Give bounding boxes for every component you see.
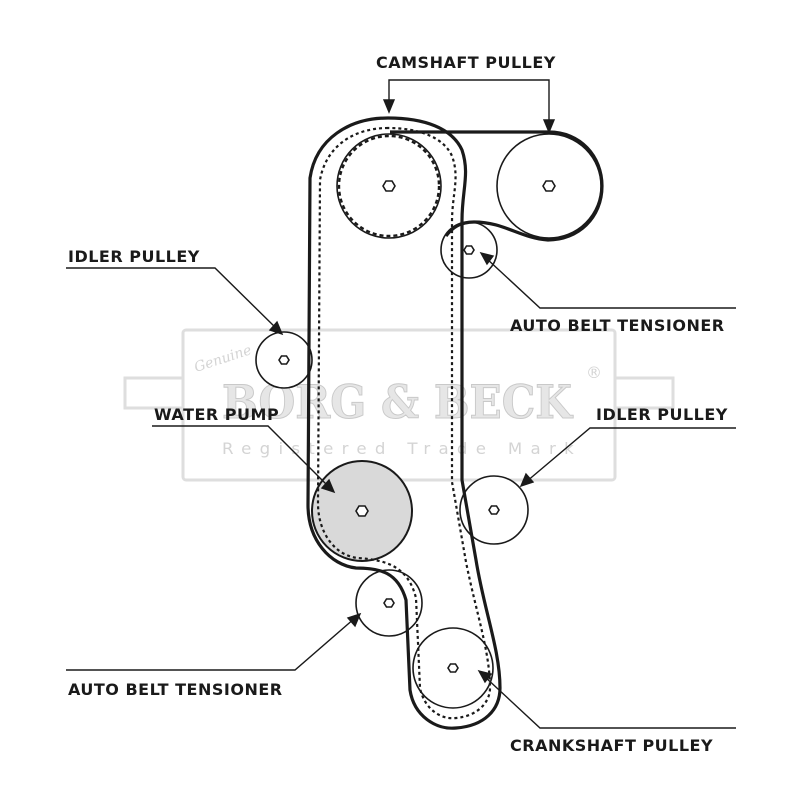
label-auto-belt-tensioner-upper: AUTO BELT TENSIONER: [510, 316, 725, 335]
leader-crankshaft: [483, 675, 736, 729]
leader-camshaft: [388, 79, 550, 124]
watermark-band-right: [613, 376, 675, 410]
camshaft-pulley-right: [496, 133, 602, 239]
watermark-script: Genuine: [192, 342, 253, 376]
leader-idler-right: [525, 427, 736, 483]
bolt-icon: [383, 598, 395, 608]
arrow-icon: [268, 320, 284, 336]
arrow-icon: [346, 612, 362, 628]
label-idler-pulley-right: IDLER PULLEY: [596, 405, 728, 424]
bolt-icon: [355, 505, 369, 517]
watermark-registered: ®: [586, 363, 610, 382]
bolt-icon: [447, 663, 459, 673]
arrow-icon: [382, 99, 396, 114]
label-auto-belt-tensioner-lower: AUTO BELT TENSIONER: [68, 680, 283, 699]
timing-belt-teeth: [316, 126, 492, 720]
bolt-icon: [463, 245, 475, 255]
water-pump-pulley: [311, 460, 413, 562]
timing-belt-top-run: [390, 130, 604, 242]
idler-pulley-right: [459, 475, 529, 545]
label-water-pump: WATER PUMP: [154, 405, 279, 424]
bolt-icon: [278, 355, 290, 365]
leader-tensioner-lower: [66, 617, 356, 671]
arrow-icon: [320, 478, 336, 494]
watermark-band-left: [123, 376, 185, 410]
auto-belt-tensioner-lower: [355, 569, 423, 637]
bolt-icon: [542, 180, 556, 192]
arrow-icon: [519, 472, 535, 488]
watermark-tagline: Registered Trade Mark: [222, 439, 582, 458]
arrow-icon: [542, 119, 556, 134]
timing-belt-outer: [306, 116, 502, 730]
timing-belt: [306, 116, 604, 730]
crankshaft-pulley: [412, 627, 494, 709]
label-idler-pulley-left: IDLER PULLEY: [68, 247, 200, 266]
bolt-icon: [488, 505, 500, 515]
leader-water-pump: [152, 425, 331, 489]
bolt-icon: [382, 180, 396, 192]
leader-lines: [66, 79, 736, 729]
label-camshaft-pulley: CAMSHAFT PULLEY: [376, 53, 556, 72]
leader-idler-left: [66, 267, 279, 331]
arrow-icon: [477, 669, 493, 684]
idler-pulley-left: [255, 331, 313, 389]
arrow-icon: [479, 251, 495, 266]
camshaft-pulley-left: [336, 133, 442, 239]
label-crankshaft-pulley: CRANKSHAFT PULLEY: [510, 736, 713, 755]
leader-tensioner-upper: [485, 257, 736, 309]
